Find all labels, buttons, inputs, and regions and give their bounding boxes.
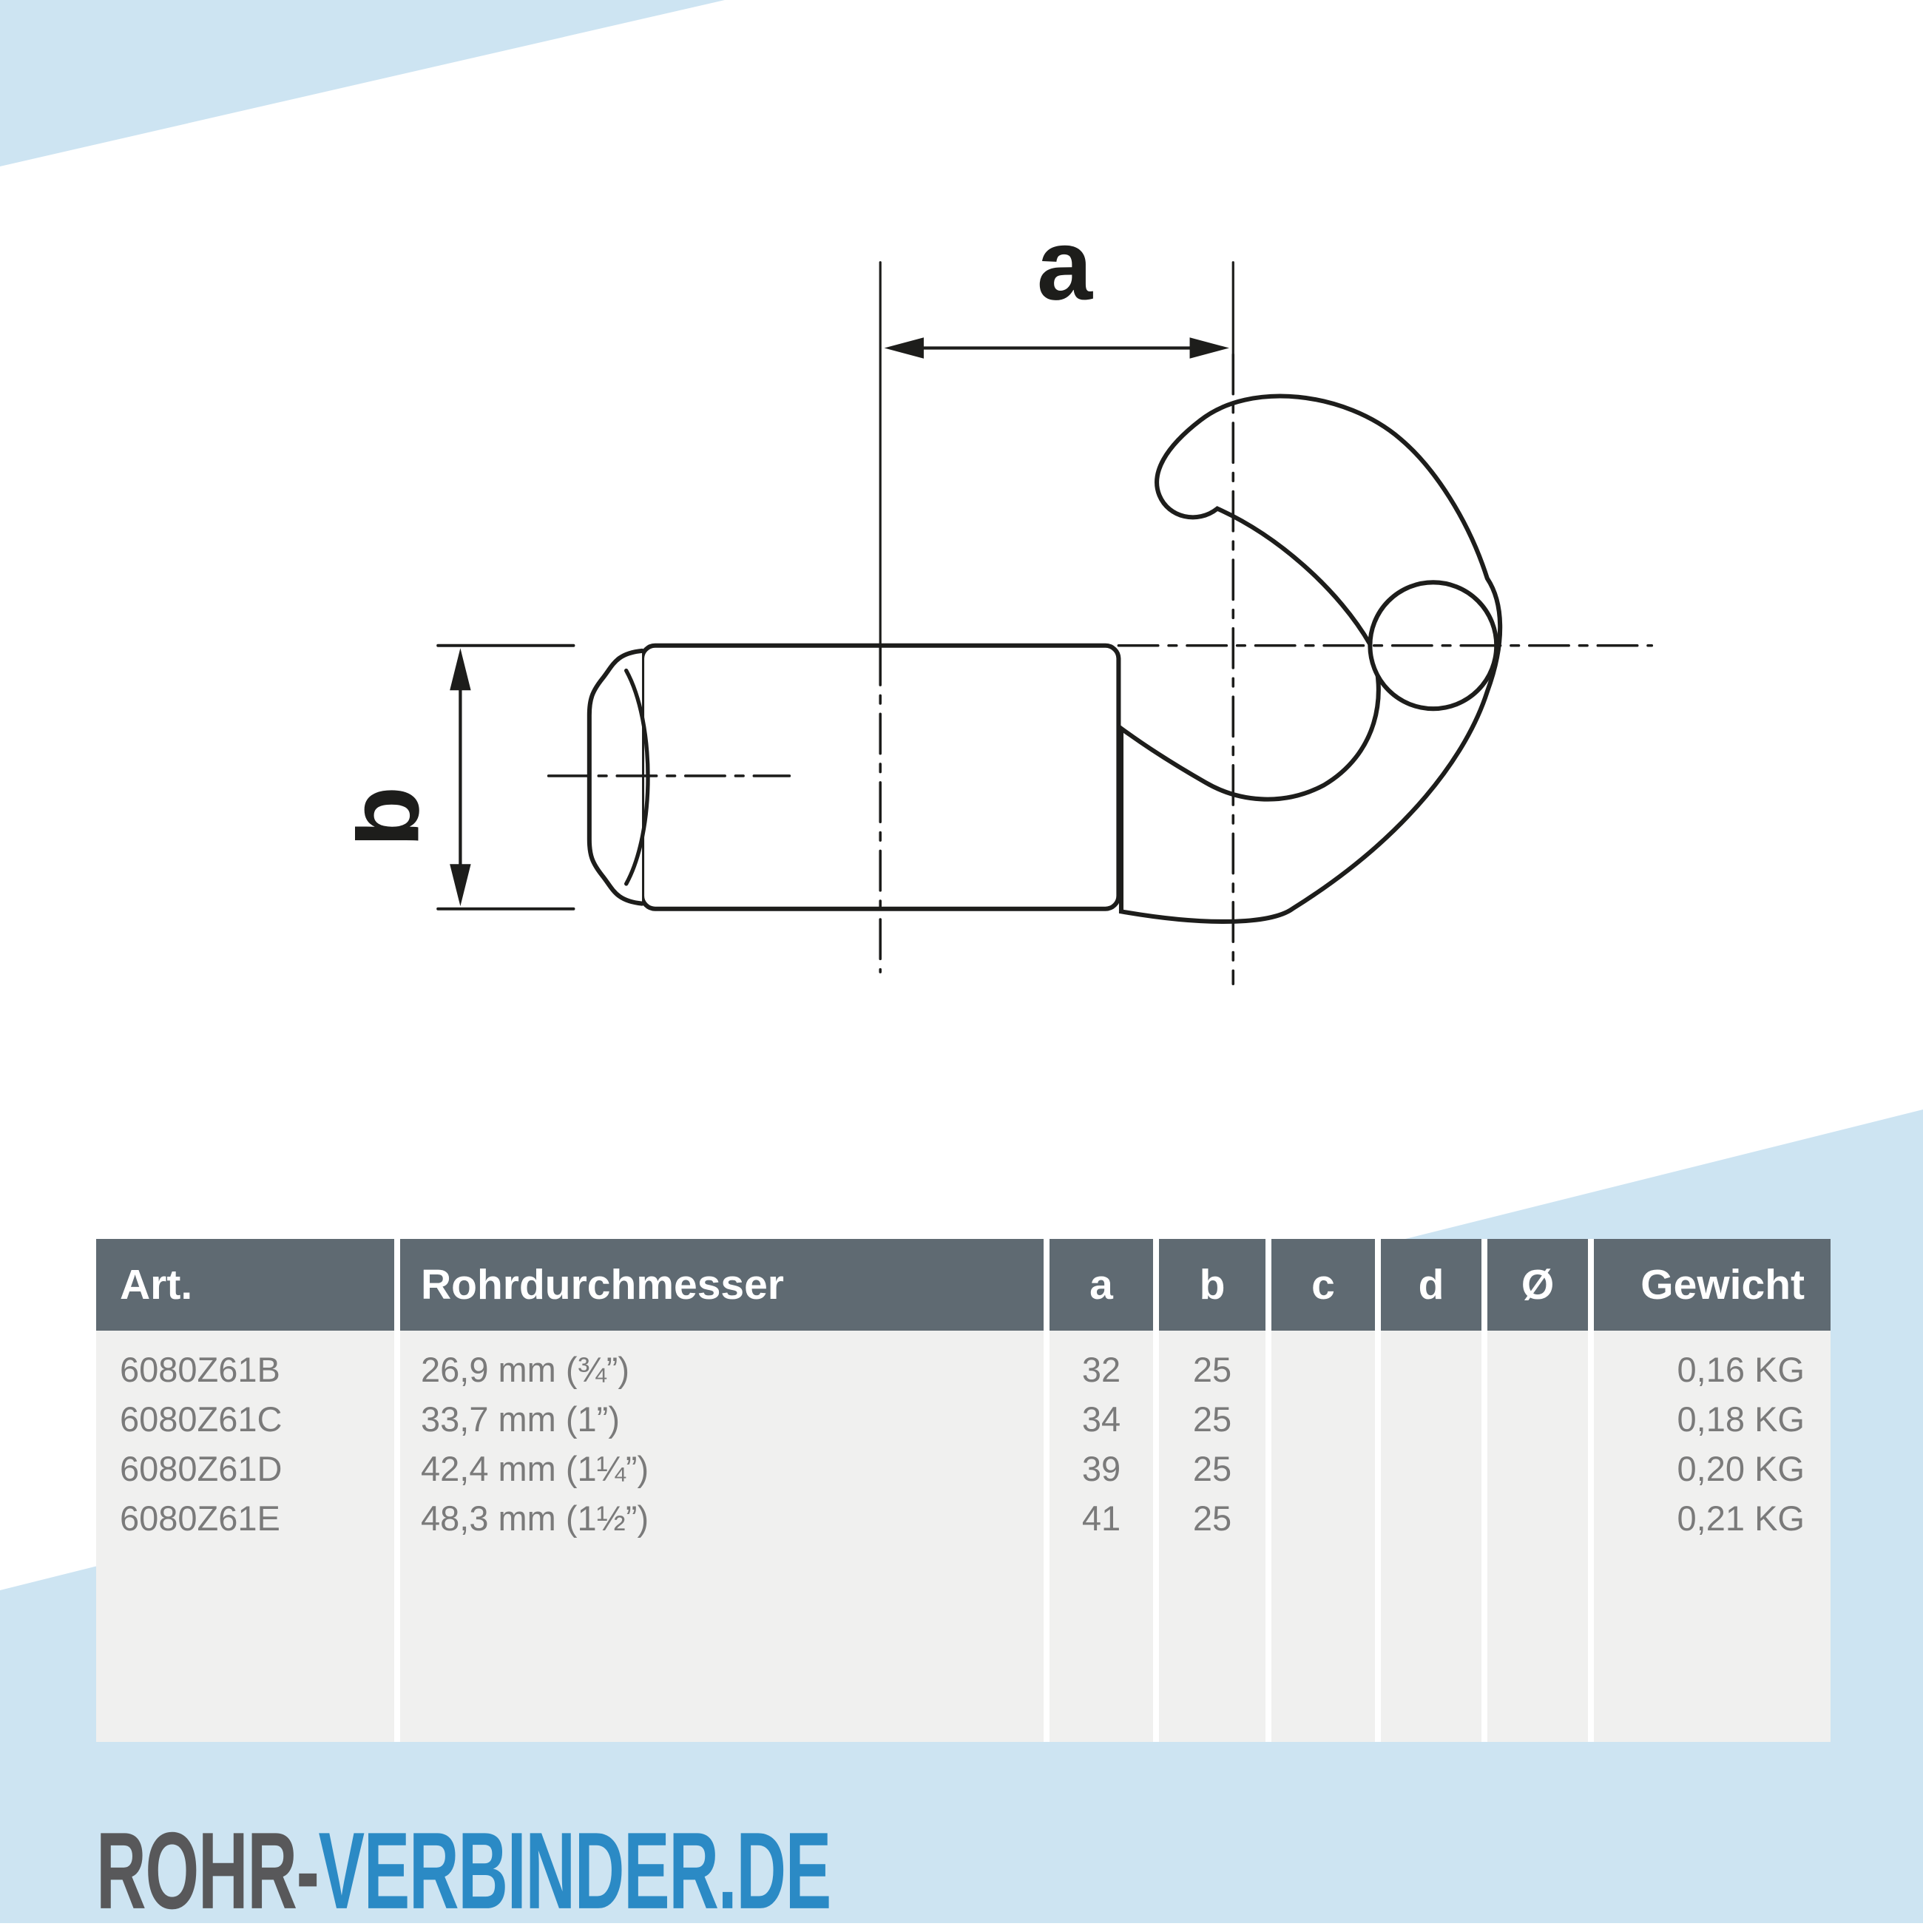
- technical-drawing: a b: [355, 209, 1654, 985]
- column-header: Gewicht: [1594, 1239, 1831, 1331]
- site-logo: ROHR-VERBINDER.DE: [96, 1813, 831, 1929]
- table-cell: 48,3 mm (1½”): [421, 1499, 649, 1538]
- table-cell: [1381, 1493, 1481, 1543]
- table-cell: [1381, 1394, 1481, 1444]
- table-column-c: c: [1271, 1239, 1375, 1742]
- table-cell: 0,20 KG: [1677, 1449, 1805, 1488]
- table-cell: 6080Z61D: [120, 1449, 283, 1488]
- column-header: Rohrdurchmesser: [400, 1239, 1044, 1331]
- table-cell: [1271, 1394, 1375, 1444]
- table-cell: [1271, 1444, 1375, 1493]
- table-cell: 6080Z61E: [120, 1499, 280, 1538]
- table-cell: 34: [1081, 1399, 1121, 1439]
- table-cell: 0,16 KG: [1677, 1350, 1805, 1389]
- column-body: [1271, 1331, 1375, 1742]
- table-cell: 32: [1081, 1350, 1121, 1389]
- table-cell: [1271, 1493, 1375, 1543]
- column-body: 6080Z61B 6080Z61C 6080Z61D 6080Z61E: [96, 1331, 394, 1742]
- table-cell: [1381, 1444, 1481, 1493]
- table-cell: 26,9 mm (¾”): [421, 1350, 630, 1389]
- column-body: 26,9 mm (¾”) 33,7 mm (1”) 42,4 mm (1¼”) 48,…: [400, 1331, 1044, 1742]
- dim-b-label: b: [355, 786, 439, 848]
- table-cell: 42,4 mm (1¼”): [421, 1449, 649, 1488]
- table-column-art: Art. 6080Z61B 6080Z61C 6080Z61D 6080Z61E: [96, 1239, 394, 1742]
- logo-text-gray: ROHR-: [96, 1809, 320, 1932]
- dim-b-arrowhead-top: [450, 648, 471, 691]
- column-body: [1487, 1331, 1588, 1742]
- column-header: Ø: [1487, 1239, 1588, 1331]
- column-header: b: [1159, 1239, 1265, 1331]
- table-cell: 0,21 KG: [1677, 1499, 1805, 1538]
- table-cell: 25: [1192, 1499, 1232, 1538]
- table-cell: [1487, 1444, 1588, 1493]
- hook-outline: [1118, 394, 1503, 924]
- spec-table: Art. 6080Z61B 6080Z61C 6080Z61D 6080Z61E Rohr…: [96, 1239, 1831, 1742]
- table-cell: 25: [1192, 1350, 1232, 1389]
- column-body: [1381, 1331, 1481, 1742]
- table-column-d: d: [1381, 1239, 1481, 1742]
- table-cell: 41: [1081, 1499, 1121, 1538]
- table-column-a: a 32 34 39 41: [1050, 1239, 1153, 1742]
- dim-a-label: a: [1037, 209, 1094, 321]
- table-cell: 6080Z61C: [120, 1399, 283, 1439]
- table-column-b: b 25 25 25 25: [1159, 1239, 1265, 1742]
- table-cell: [1487, 1345, 1588, 1394]
- table-cell: 33,7 mm (1”): [421, 1399, 620, 1439]
- table-column-: Ø: [1487, 1239, 1588, 1742]
- table-cell: [1381, 1345, 1481, 1394]
- table-column-gewicht: Gewicht 0,16 KG 0,18 KG 0,20 KG 0,21 KG: [1594, 1239, 1831, 1742]
- table-cell: 25: [1192, 1399, 1232, 1439]
- column-header: c: [1271, 1239, 1375, 1331]
- dim-b-arrowhead-bottom: [450, 864, 471, 907]
- column-header: Art.: [96, 1239, 394, 1331]
- table-cell: 39: [1081, 1449, 1121, 1488]
- dim-a-arrowhead-right: [1189, 337, 1229, 359]
- table-cell: [1487, 1394, 1588, 1444]
- table-column-rohrdurchmesser: Rohrdurchmesser 26,9 mm (¾”) 33,7 mm (1”) 4…: [400, 1239, 1044, 1742]
- table-cell: [1487, 1493, 1588, 1543]
- column-body: 0,16 KG 0,18 KG 0,20 KG 0,21 KG: [1594, 1331, 1831, 1742]
- dim-a-arrowhead-left: [884, 337, 924, 359]
- top-left-accent-triangle: [0, 0, 725, 166]
- logo-text-blue: VERBINDER.DE: [318, 1809, 832, 1932]
- socket-collar: [587, 648, 645, 906]
- column-header: a: [1050, 1239, 1153, 1331]
- table-cell: [1271, 1345, 1375, 1394]
- column-body: 25 25 25 25: [1159, 1331, 1265, 1742]
- table-cell: 6080Z61B: [120, 1350, 280, 1389]
- column-header: d: [1381, 1239, 1481, 1331]
- table-cell: 0,18 KG: [1677, 1399, 1805, 1439]
- column-body: 32 34 39 41: [1050, 1331, 1153, 1742]
- table-cell: 25: [1192, 1449, 1232, 1488]
